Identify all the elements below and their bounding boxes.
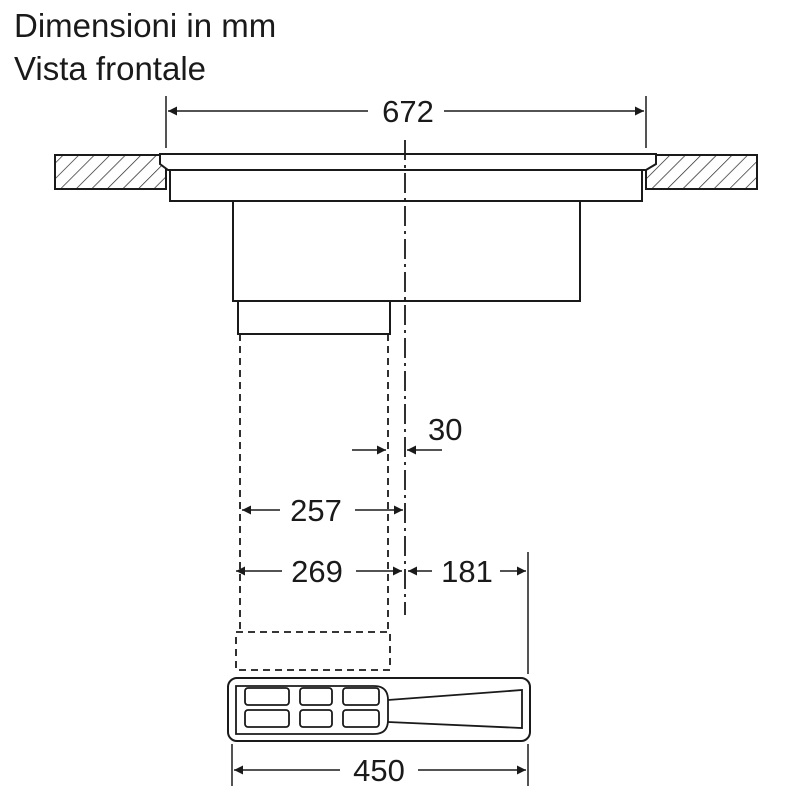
plinth-unit [227, 677, 531, 742]
dimension-672-label: 672 [382, 94, 434, 129]
worktop-right [645, 154, 758, 190]
upper-housing [169, 169, 643, 202]
dimension-257-label: 257 [290, 493, 342, 528]
dimension-30-label: 30 [428, 412, 462, 447]
dashed-duct [235, 334, 391, 671]
lower-housing [232, 200, 581, 302]
dimension-450: 450 [231, 744, 529, 788]
dimension-30: 30 [352, 412, 462, 455]
dimension-269-label: 269 [291, 554, 343, 589]
title-line-2: Vista frontale [14, 50, 206, 87]
fan-outlet [237, 300, 391, 335]
dimension-181-label: 181 [441, 554, 493, 589]
cooktop-glass [159, 153, 657, 171]
worktop-left [54, 154, 167, 190]
dimension-450-label: 450 [353, 753, 405, 788]
dimension-181: 181 [408, 552, 529, 674]
title-line-1: Dimensioni in mm [14, 7, 276, 44]
dimension-257: 257 [242, 493, 403, 528]
dimension-672: 672 [165, 94, 647, 148]
dimension-269: 269 [236, 554, 402, 589]
